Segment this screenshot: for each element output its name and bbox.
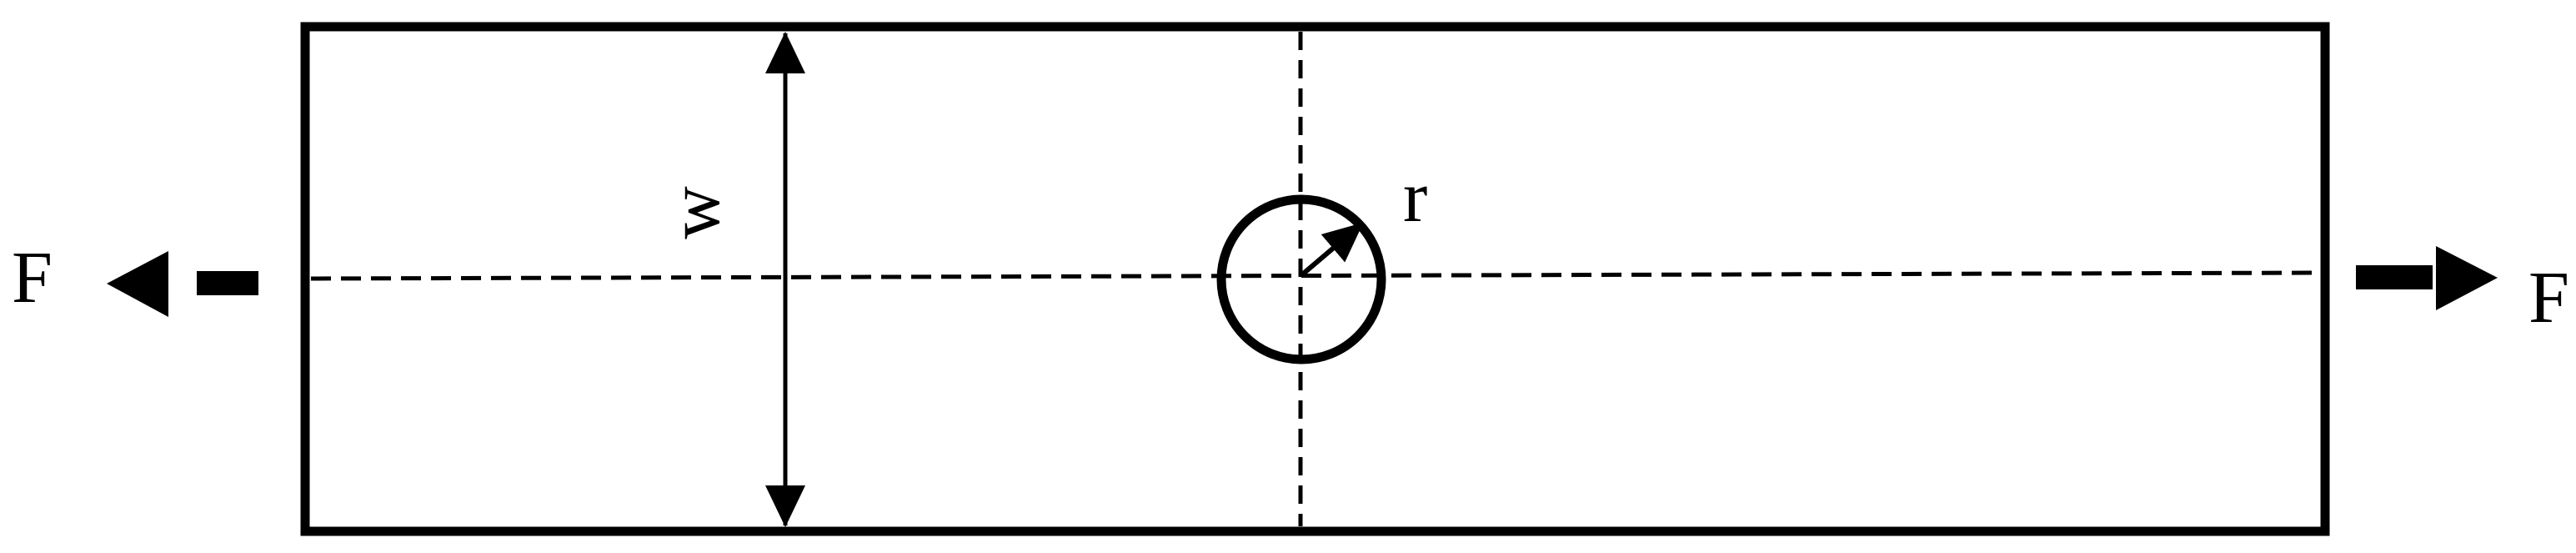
force-left-label: F [12,238,53,319]
circular-hole [1216,194,1386,364]
radius-arrow [1300,221,1364,278]
width-label: w [654,186,735,239]
radius-label: r [1403,157,1427,238]
force-right-label: F [2528,258,2569,339]
right-force-arrow-icon [2356,246,2498,310]
plate-outline [300,22,2330,536]
left-force-arrow-icon [107,251,258,317]
horizontal-centerline [310,270,2320,281]
